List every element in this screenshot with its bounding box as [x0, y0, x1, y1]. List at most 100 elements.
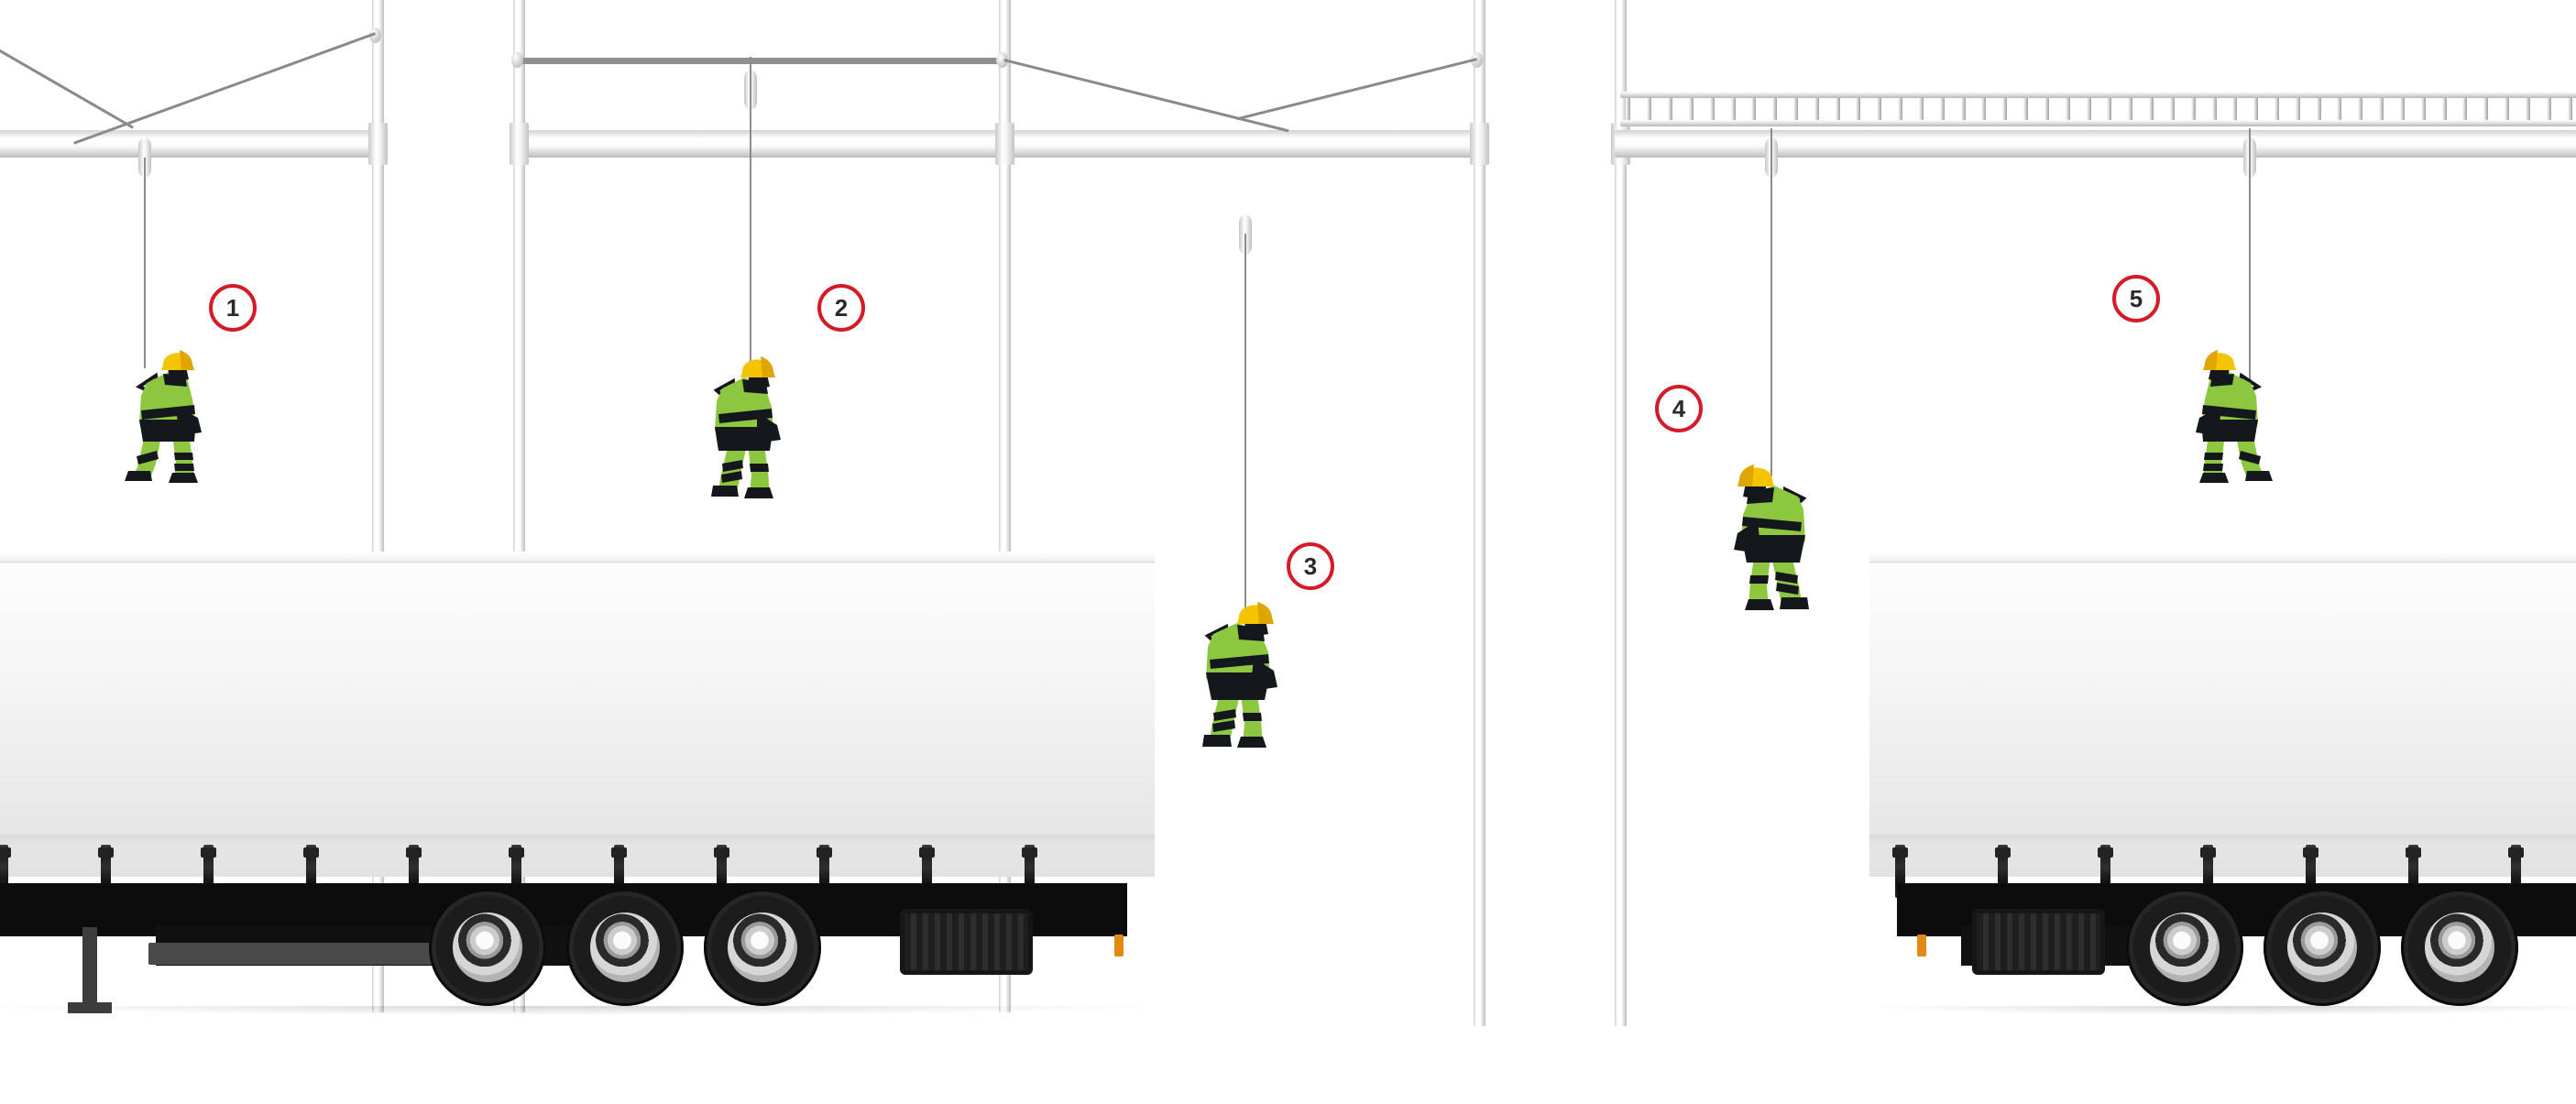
- truss-rung: [2316, 98, 2321, 120]
- lifeline-cable: [1244, 234, 1246, 628]
- worker-walking-left: [2196, 350, 2273, 483]
- truss-rung: [2149, 98, 2154, 120]
- truss-rung: [1647, 98, 1652, 120]
- boot-front: [744, 487, 773, 498]
- cable-anchor-node: [511, 52, 523, 68]
- callout-badge-4[interactable]: 4: [1655, 385, 1703, 432]
- truss-rung: [2107, 98, 2112, 120]
- truss-rung: [1918, 98, 1924, 120]
- boot-front: [1745, 599, 1774, 610]
- truss-rungs: [1620, 98, 2576, 120]
- curtain-tensioner: [1995, 845, 2011, 898]
- truss-rung: [1898, 98, 1903, 120]
- curtain-tensioner: [611, 845, 627, 898]
- curtain-tensioner: [98, 845, 114, 898]
- trailer-roof-cap: [1869, 552, 2576, 563]
- truss-rung: [1626, 98, 1631, 120]
- jacket-black-hem: [1741, 535, 1805, 563]
- boot-rear: [1780, 597, 1809, 609]
- truss-rung: [2169, 98, 2175, 120]
- helmet-shade: [1257, 602, 1274, 624]
- helmet-shade: [761, 356, 775, 377]
- curtain-tensioner: [509, 845, 524, 898]
- horizontal-support-beam: [0, 130, 385, 158]
- trailer-curtain: [1869, 561, 2576, 877]
- curtain-tensioner: [1892, 845, 1908, 898]
- anchor-cable: [73, 32, 377, 145]
- leg-band-rear: [137, 451, 159, 465]
- boot-rear: [125, 471, 152, 481]
- arm: [176, 407, 202, 434]
- callout-badge-5[interactable]: 5: [2112, 275, 2160, 322]
- truss-rung: [2546, 98, 2551, 120]
- worker-leaning-forward: [711, 356, 781, 498]
- truss-rung: [1981, 98, 1987, 120]
- callout-number: 1: [225, 294, 240, 322]
- leg-band-front-a: [2204, 453, 2223, 460]
- truss-top-chord: [1620, 92, 2576, 98]
- curtain-tensioner: [2508, 845, 2524, 898]
- trailer-right: [1869, 552, 2576, 1046]
- leg-band-front-b: [2203, 464, 2223, 471]
- truss-rung: [1939, 98, 1945, 120]
- trailer-curtain: [0, 561, 1155, 877]
- jacket-black-hem: [1206, 672, 1270, 700]
- leg-band-f1: [1749, 575, 1769, 584]
- boot-rear: [711, 486, 739, 497]
- leg-band-r1: [722, 460, 743, 472]
- helmet-shade: [2203, 350, 2218, 370]
- side-marker-lamp: [1114, 935, 1124, 956]
- beam-post-collar: [510, 123, 529, 165]
- trailer-wheel: [2264, 889, 2381, 1006]
- callout-number: 4: [1672, 395, 1686, 422]
- trailer-wheel: [566, 889, 684, 1006]
- truss-rung: [1835, 98, 1840, 120]
- callout-badge-1[interactable]: 1: [209, 284, 257, 332]
- truss-rung: [1793, 98, 1798, 120]
- leg-band-r2: [721, 471, 742, 483]
- support-post: [1615, 0, 1627, 1026]
- curtain-tensioner: [2406, 845, 2421, 898]
- anchor-cable: [0, 44, 134, 129]
- rigid-rail-truss: [1620, 92, 2576, 126]
- upper-tie-beam: [519, 58, 1004, 64]
- callout-badge-2[interactable]: 2: [817, 284, 865, 332]
- trailer-left: [0, 552, 1155, 1046]
- arm: [1252, 658, 1277, 689]
- worker-figure-3: [1191, 596, 1299, 751]
- ground-shadow: [1869, 1006, 2576, 1015]
- truss-rung: [2086, 98, 2091, 120]
- callout-badge-3[interactable]: 3: [1287, 542, 1334, 590]
- truss-rung: [2567, 98, 2572, 120]
- truss-rung: [2275, 98, 2279, 120]
- reflective-band: [1742, 517, 1802, 531]
- leg-band-front-a: [174, 453, 193, 460]
- lifeline-cable: [2249, 128, 2251, 380]
- curtain-tensioner: [2098, 845, 2113, 898]
- truss-rung: [1668, 98, 1673, 120]
- arm: [2196, 407, 2221, 434]
- boot-front: [2199, 473, 2229, 483]
- truss-rung: [2483, 98, 2489, 120]
- lifeline-cable: [750, 57, 751, 373]
- truss-rung: [2337, 98, 2342, 120]
- leg-band-f1: [1243, 713, 1262, 721]
- spare-wheel: [900, 909, 1033, 975]
- truss-rung: [1856, 98, 1861, 120]
- leg-band-r2: [1776, 583, 1799, 595]
- truss-rung: [1772, 98, 1778, 120]
- trailer-wheel: [2126, 889, 2243, 1006]
- truss-rung: [2253, 98, 2259, 120]
- leg-band-r1: [1213, 709, 1236, 721]
- truss-rung: [1960, 98, 1966, 120]
- boot-front: [169, 473, 198, 483]
- cable-anchor-node: [369, 27, 381, 43]
- callout-number: 5: [2129, 285, 2143, 312]
- anchor-cable: [1236, 58, 1477, 121]
- curtain-tensioner: [714, 845, 729, 898]
- landing-leg: [82, 927, 97, 1011]
- reflective-band-upper: [2202, 405, 2256, 420]
- reflective-band: [718, 409, 773, 423]
- truss-rung: [1730, 98, 1736, 120]
